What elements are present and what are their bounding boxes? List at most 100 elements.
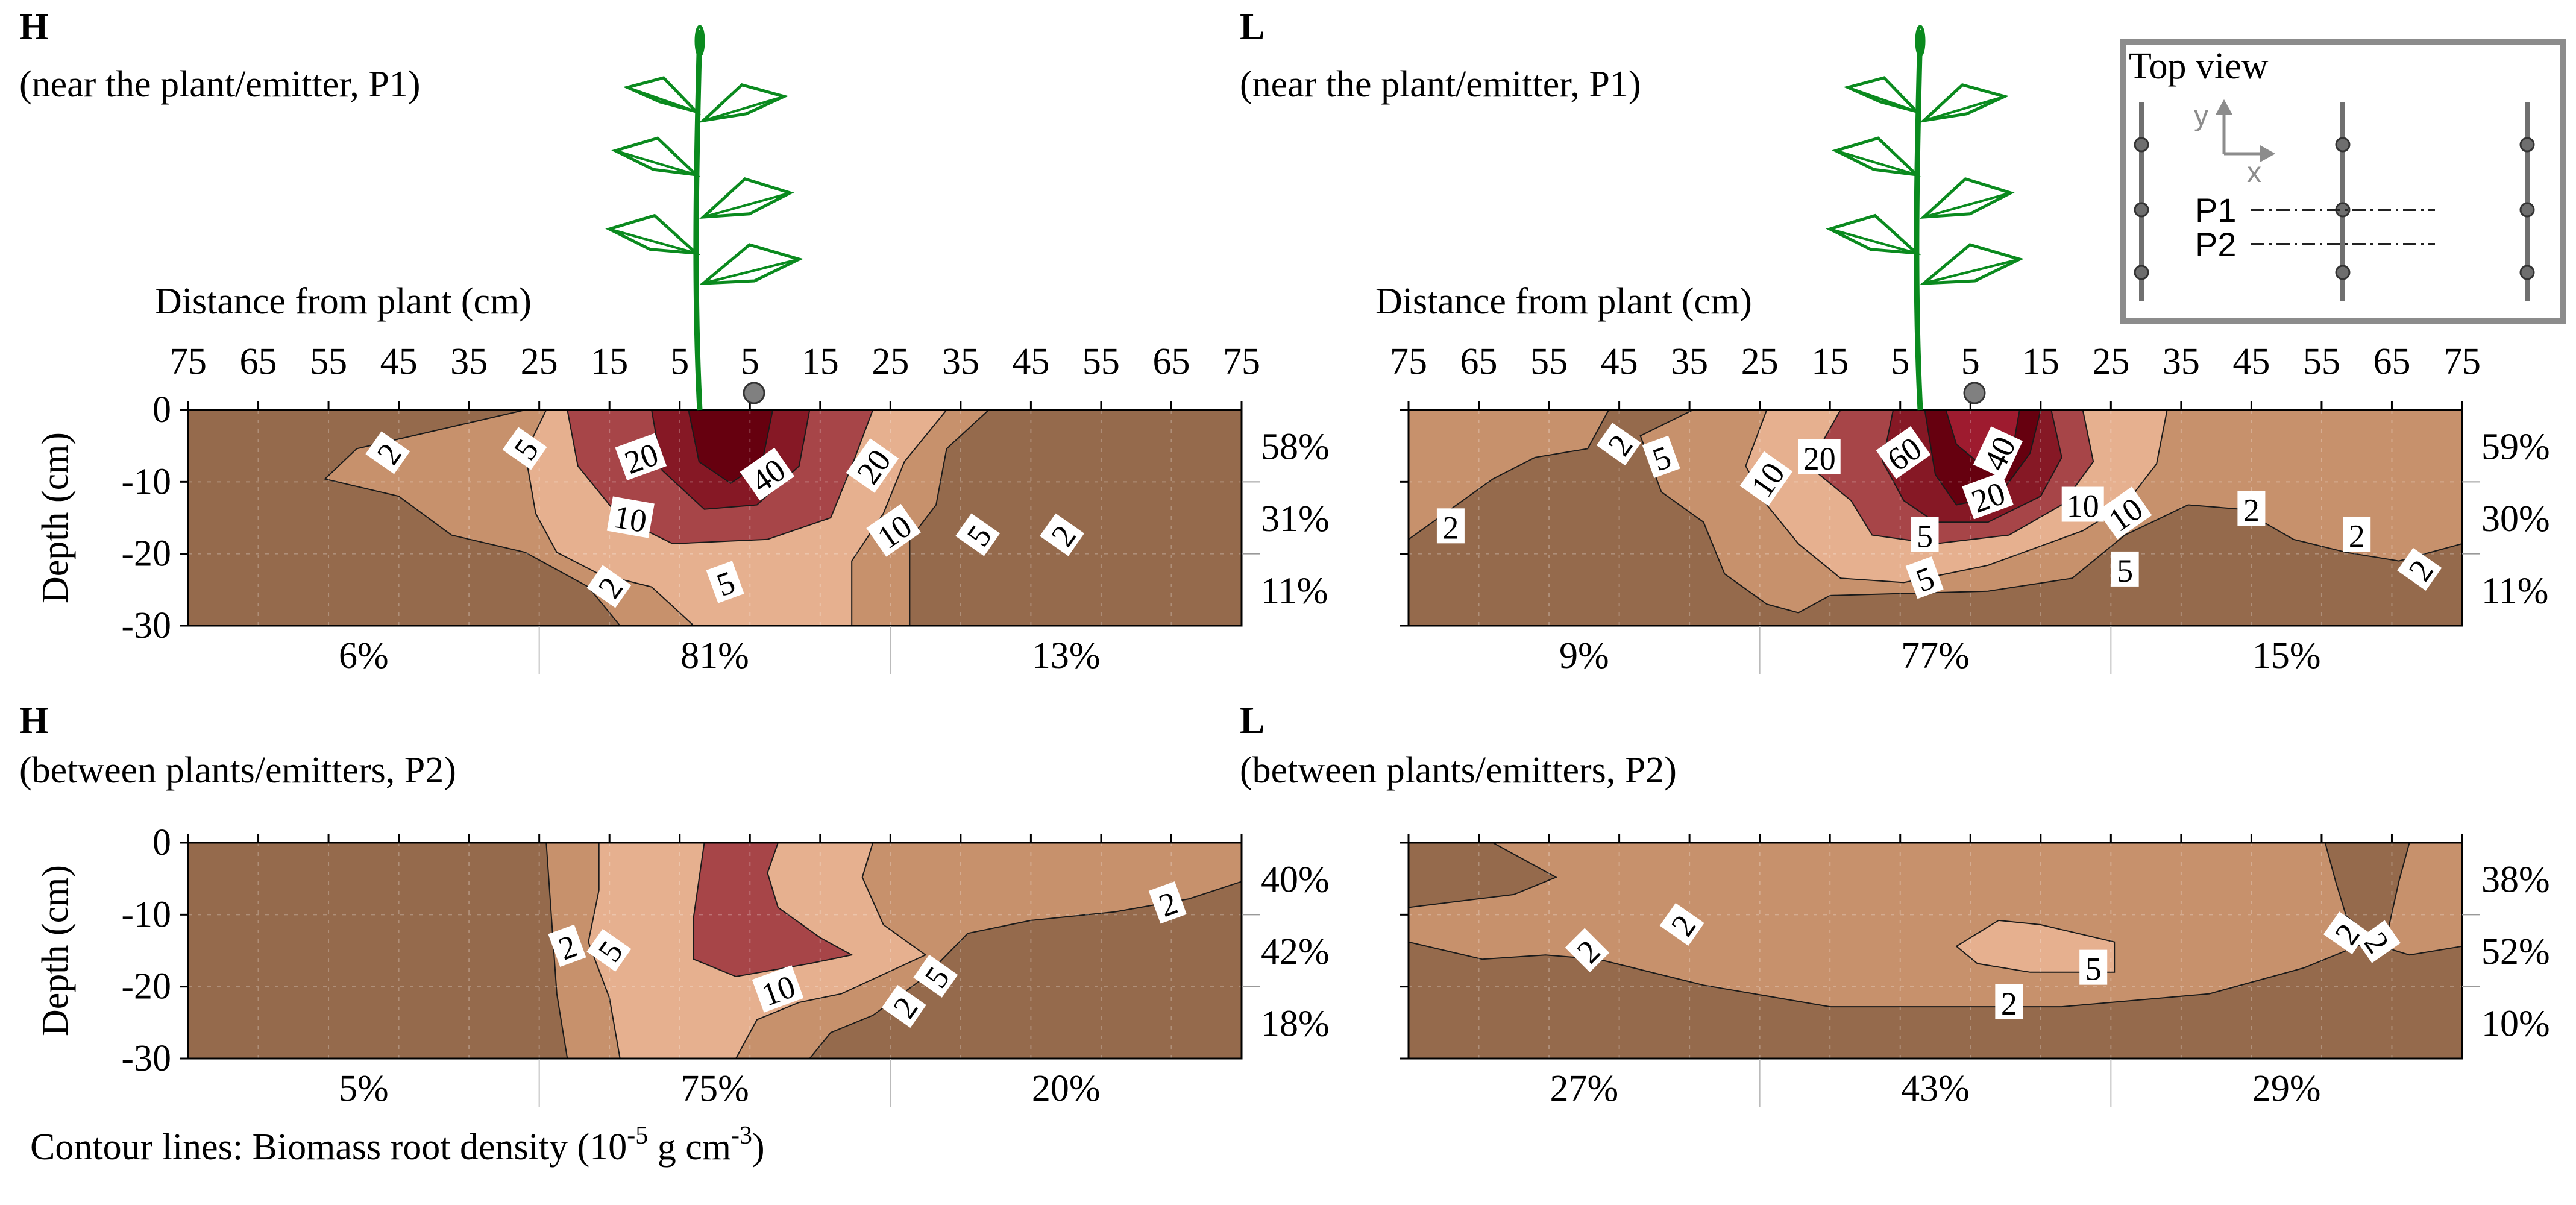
plant-leaf <box>699 177 794 219</box>
contour-label-text: 20 <box>1803 441 1836 477</box>
x-tick-label: 25 <box>2092 341 2129 382</box>
x-tick-label: 55 <box>310 341 347 382</box>
plant-leaf-vein <box>1923 258 2020 285</box>
plant-stem <box>1914 30 1923 411</box>
contour-label-box <box>365 431 410 474</box>
panel-subtitle: (between plants/emitters, P2) <box>1240 750 1677 791</box>
contour-label-text: 10 <box>611 499 650 540</box>
distance-zone-percent: 43% <box>1901 1068 1970 1109</box>
x-tick-label: 55 <box>2303 341 2340 382</box>
x-tick-label: 5 <box>670 341 689 382</box>
contour-label-box <box>1565 928 1610 973</box>
plant-bud <box>694 25 705 57</box>
contour-label: 2 <box>1995 984 2023 1022</box>
x-tick-label: 25 <box>521 341 558 382</box>
contour-label-box <box>2397 547 2442 591</box>
x-tick-label: 35 <box>1671 341 1708 382</box>
contour-label-box <box>2061 486 2104 522</box>
y-tick-label: -20 <box>121 533 171 574</box>
distance-zone-percent: 13% <box>1032 635 1101 676</box>
plant-leaf-vein <box>1847 86 1917 113</box>
contour-label: 2 <box>548 924 586 967</box>
emitter-icon <box>1963 382 1986 404</box>
contour-label: 2 <box>2343 517 2371 555</box>
depth-layer-percent: 59% <box>2481 427 2550 468</box>
contour-label-text: 2 <box>2349 518 2365 555</box>
contour-label: 5 <box>1911 517 1939 555</box>
contour-label: 2 <box>2237 491 2266 529</box>
plant-leaf <box>1832 136 1921 177</box>
contour-region-c5 <box>1955 919 2116 973</box>
contour-label-box <box>866 503 921 557</box>
contour-label-box <box>1596 423 1641 466</box>
depth-layer-percent: 11% <box>2481 570 2548 611</box>
x-tick-label: 55 <box>1082 341 1120 382</box>
contour-label-box <box>1911 517 1939 552</box>
x-tick-label: 5 <box>1961 341 1980 382</box>
y-tick-label: -30 <box>121 1038 171 1079</box>
plant-leaf-vein <box>609 228 697 254</box>
contour-label-box <box>502 427 547 470</box>
plant-leaf-vein <box>703 192 791 218</box>
contour-label-box <box>548 924 586 967</box>
inset-axis-y-label: y <box>2194 100 2208 132</box>
contour-label-box <box>2323 911 2368 955</box>
x-tick-label: 5 <box>741 341 759 382</box>
distance-zone-percent: 81% <box>680 635 749 676</box>
contour-label-box <box>2356 920 2401 963</box>
x-tick-label: 45 <box>1601 341 1638 382</box>
contour-label-box <box>615 433 667 481</box>
plant-leaf-vein <box>615 149 697 176</box>
top-view-inset: Top view y x P1 P2 <box>2120 39 2566 324</box>
panel-code: L <box>1240 700 1264 741</box>
contour-label: 5 <box>1905 556 1944 599</box>
contour-label: 20 <box>1798 439 1841 477</box>
contour-label-box <box>1040 513 1084 556</box>
plant-leaf-vein <box>703 95 785 122</box>
contour-label-box <box>955 513 1001 556</box>
x-tick-label: 15 <box>1811 341 1849 382</box>
contour-label: 10 <box>606 496 655 540</box>
inset-p2-label: P2 <box>2195 225 2237 263</box>
contour-label-box <box>1995 984 2023 1019</box>
contour-label-box <box>1642 435 1680 478</box>
x-tick-label: 65 <box>2373 341 2410 382</box>
contour-label: 5 <box>1642 435 1680 478</box>
contour-label-text: 2 <box>2243 492 2260 529</box>
contour-label-box <box>1436 508 1465 544</box>
contour-label-box <box>752 965 804 1013</box>
depth-layer-percent: 18% <box>1261 1003 1330 1044</box>
inset-emitters <box>2134 137 2535 280</box>
y-tick-label: -30 <box>121 605 171 646</box>
contour-label-box <box>1973 426 2023 480</box>
contour-label-box <box>2111 551 2139 587</box>
x-tick-label: 75 <box>1223 341 1260 382</box>
distance-zone-percent: 75% <box>680 1068 749 1109</box>
x-tick-label: 35 <box>450 341 488 382</box>
contour-label: 20 <box>1962 472 2014 520</box>
plant-leaf <box>1919 83 2009 123</box>
contour-label-box <box>586 565 632 608</box>
x-tick-label: 65 <box>240 341 277 382</box>
x-tick-label: 65 <box>1152 341 1190 382</box>
panel-code: L <box>1240 7 1264 48</box>
contour-label-box <box>1739 451 1793 506</box>
x-tick-label: 75 <box>169 341 207 382</box>
distance-zone-percent: 6% <box>339 635 389 676</box>
y-tick-label: -10 <box>121 461 171 502</box>
contour-label-box <box>881 985 926 1028</box>
plant-leaf-vein <box>1835 149 1917 176</box>
contour-label: 5 <box>2111 551 2139 589</box>
contour-label-text: 5 <box>2085 951 2102 987</box>
contour-label-text: 10 <box>2067 488 2099 524</box>
x-tick-label: 45 <box>380 341 418 382</box>
depth-layer-percent: 52% <box>2481 931 2550 972</box>
panels: H(near the plant/emitter, P1)Distance fr… <box>19 7 2550 1109</box>
contour-label: 5 <box>2079 949 2108 987</box>
contour-label-box <box>740 447 795 501</box>
depth-layer-percent: 30% <box>2481 499 2550 540</box>
depth-layer-percent: 42% <box>1261 931 1330 972</box>
contour-label-box <box>586 928 632 972</box>
contour-region-c10 <box>693 842 854 978</box>
inset-p1-label: P1 <box>2195 191 2237 229</box>
